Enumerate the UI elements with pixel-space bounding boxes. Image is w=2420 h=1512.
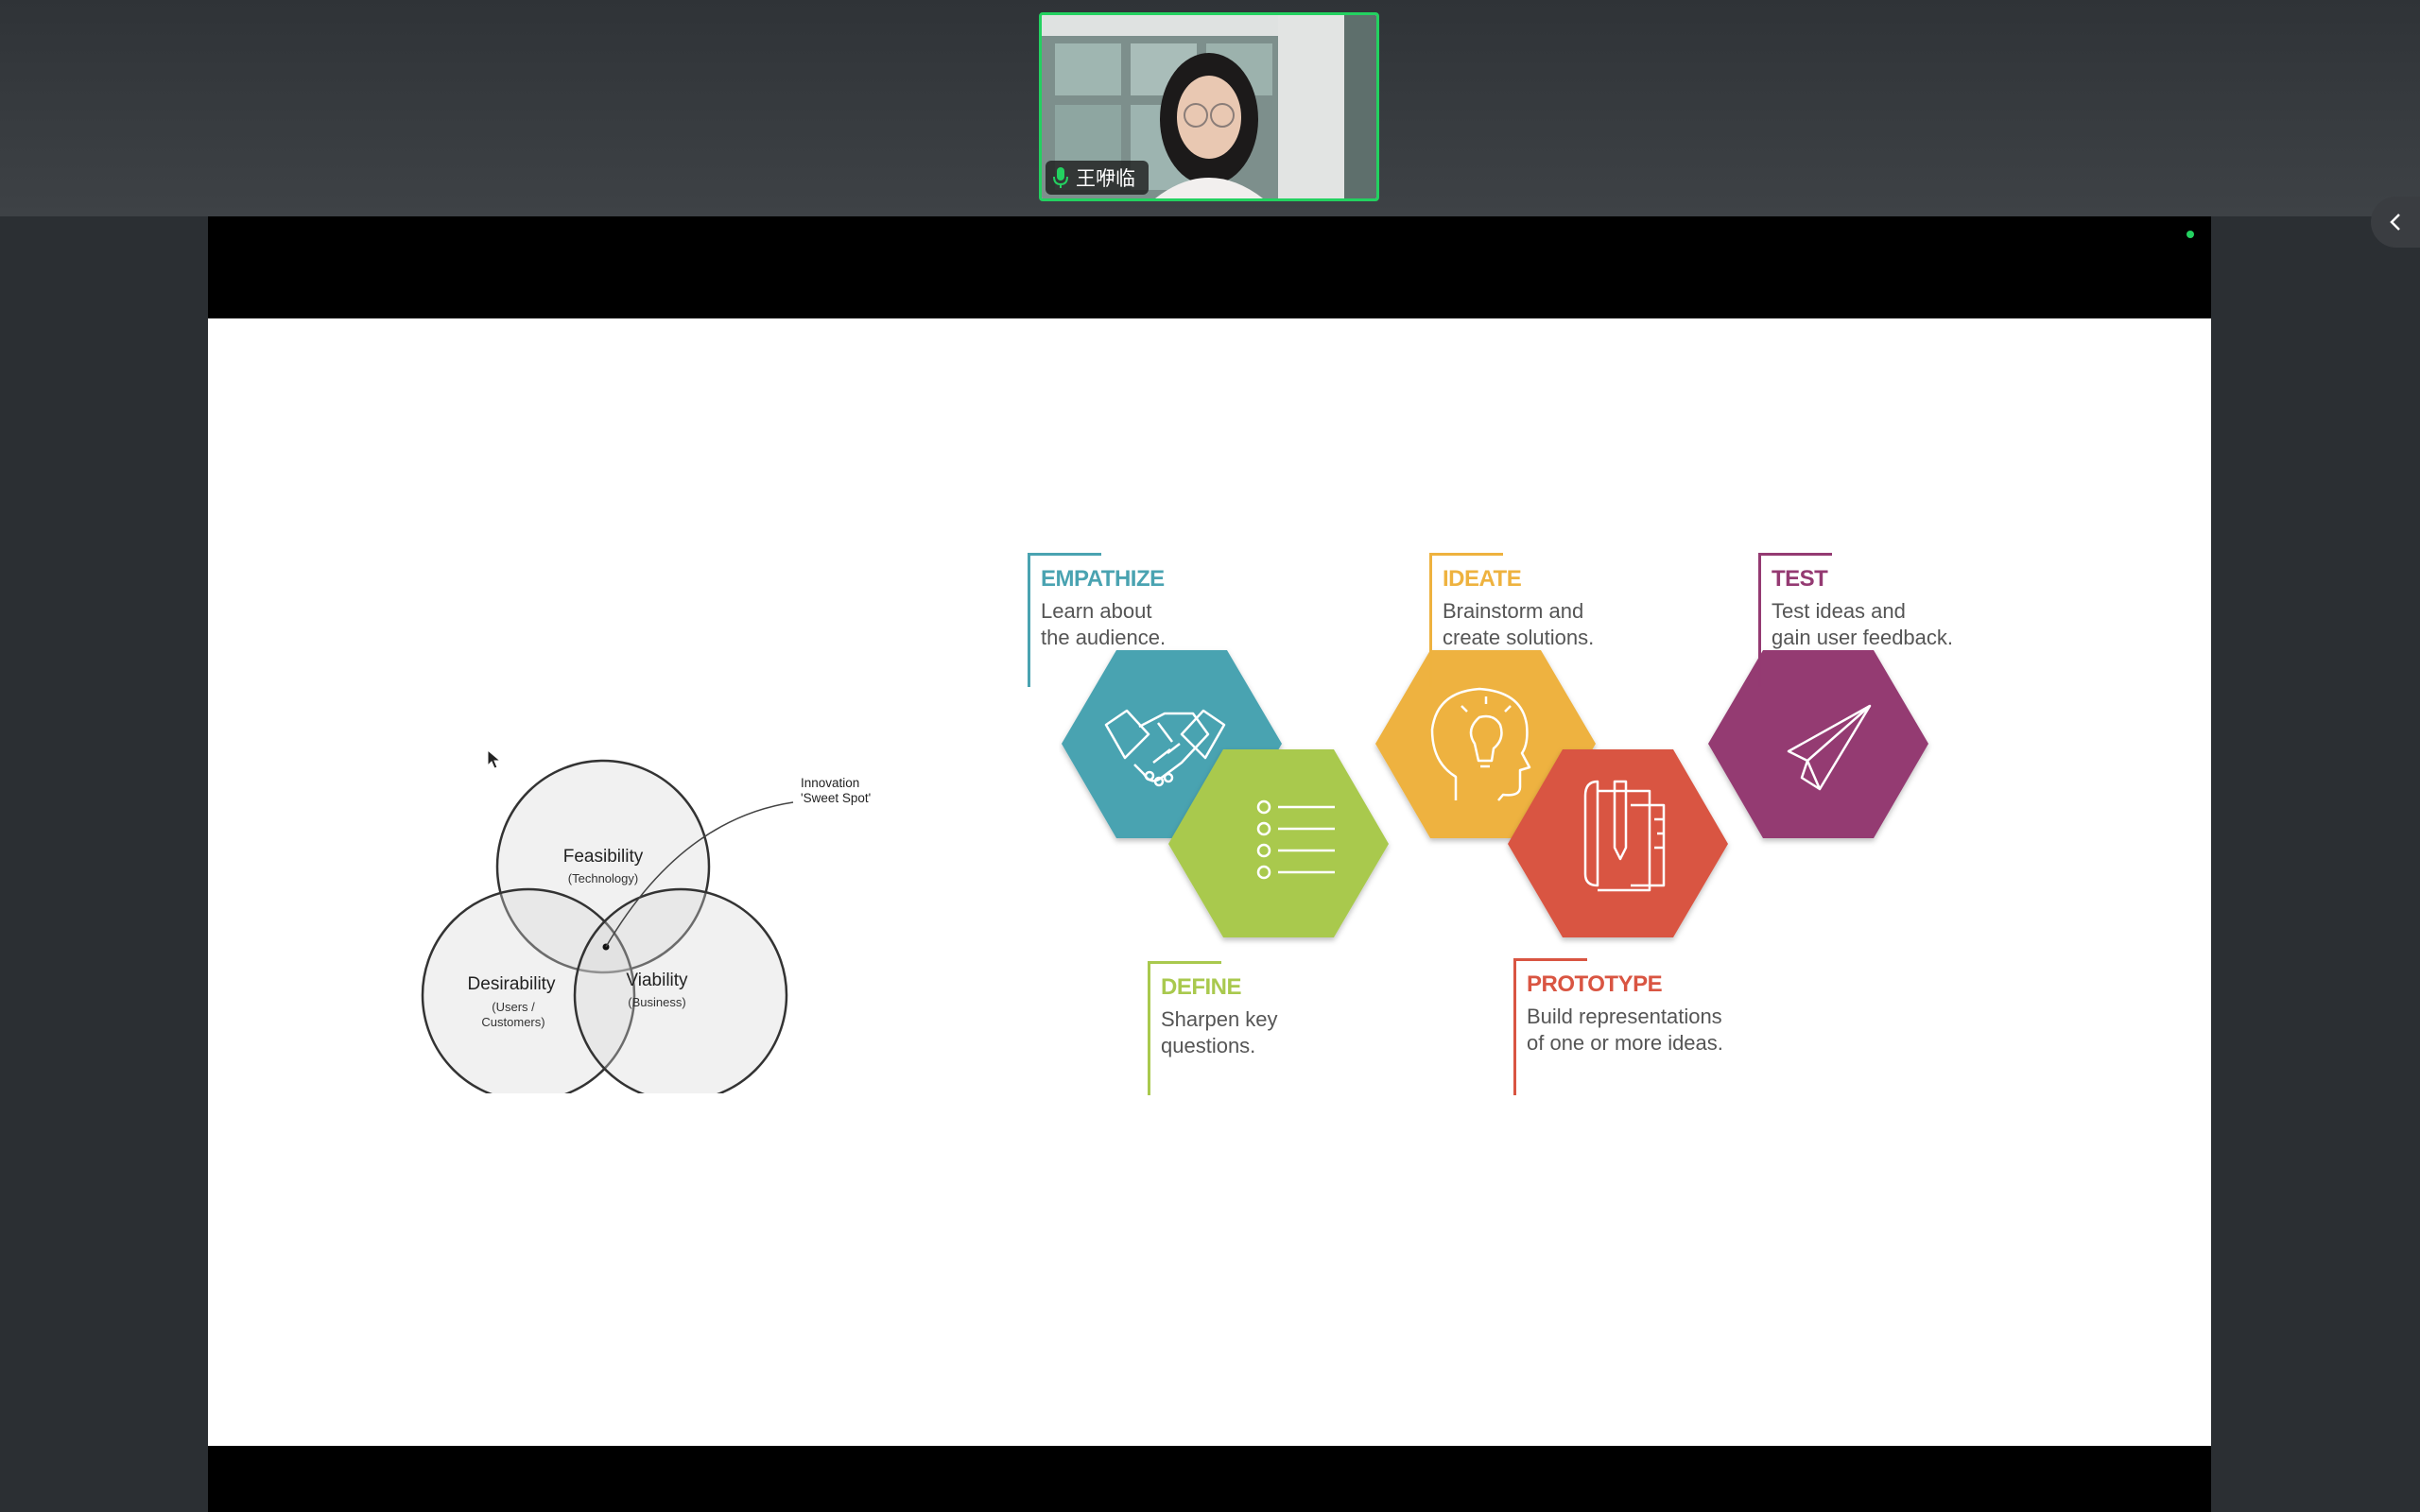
venn-label-desirability: Desirability: [468, 974, 556, 994]
participant-video-feed: [1042, 15, 1376, 198]
meeting-top-bar: 王咿临: [0, 0, 2420, 216]
venn-sub-viability: (Business): [628, 995, 685, 1009]
stage-desc-empathize: Learn about the audience.: [1041, 599, 1167, 649]
sweet-spot-callout-line: [605, 801, 794, 948]
lightbulb-head-icon: [1430, 687, 1531, 801]
stage-title-empathize: EMPATHIZE: [1041, 566, 1165, 592]
participant-name-tag: 王咿临: [1046, 161, 1149, 195]
callout-label-1: Innovation: [801, 776, 859, 790]
paper-plane-icon: [1787, 704, 1872, 791]
checklist-icon: [1256, 799, 1335, 880]
callout-label-2: 'Sweet Spot': [801, 791, 871, 805]
hexagon-test: [1708, 650, 1928, 838]
share-status-dot: [2187, 231, 2194, 238]
presentation-slide: Feasibility (Technology) Desirability (U…: [208, 318, 2211, 1446]
mouse-cursor-icon: [487, 749, 502, 769]
screen-share-view: Feasibility (Technology) Desirability (U…: [208, 216, 2211, 1512]
venn-sub-desirability-1: (Users /: [492, 1000, 535, 1014]
venn-sub-desirability-2: Customers): [481, 1015, 544, 1029]
participant-video-tile[interactable]: 王咿临: [1039, 12, 1379, 201]
handshake-icon: [1104, 709, 1226, 787]
stage-title-test: TEST: [1772, 566, 1828, 592]
stage-title-define: DEFINE: [1161, 974, 1242, 1000]
hexagon-define: [1168, 749, 1389, 937]
stage-desc-prototype: Build representations of one or more ide…: [1527, 1005, 1723, 1055]
panel-toggle-button[interactable]: [2371, 197, 2420, 248]
stage-title-prototype: PROTOTYPE: [1527, 971, 1663, 997]
blueprint-icon: [1583, 780, 1666, 892]
venn-diagram: Feasibility (Technology) Desirability (U…: [421, 759, 871, 1093]
mic-icon: [1053, 167, 1068, 188]
venn-circle-feasibility: [495, 759, 711, 974]
hexagon-group: [1062, 650, 1928, 937]
venn-circle-viability: [573, 887, 788, 1093]
venn-sub-feasibility: (Technology): [568, 871, 638, 885]
participant-name: 王咿临: [1076, 168, 1135, 190]
hexagon-prototype: [1508, 749, 1728, 937]
stage-desc-ideate: Brainstorm and create solutions.: [1443, 599, 1595, 649]
venn-circle-desirability: [421, 887, 636, 1093]
venn-label-feasibility: Feasibility: [563, 847, 644, 867]
chevron-left-icon: [2390, 214, 2400, 231]
venn-label-viability: Viability: [626, 971, 688, 990]
stage-title-ideate: IDEATE: [1443, 566, 1522, 592]
stage-desc-define: Sharpen key questions.: [1161, 1007, 1278, 1057]
stage-desc-test: Test ideas and gain user feedback.: [1772, 599, 1954, 649]
